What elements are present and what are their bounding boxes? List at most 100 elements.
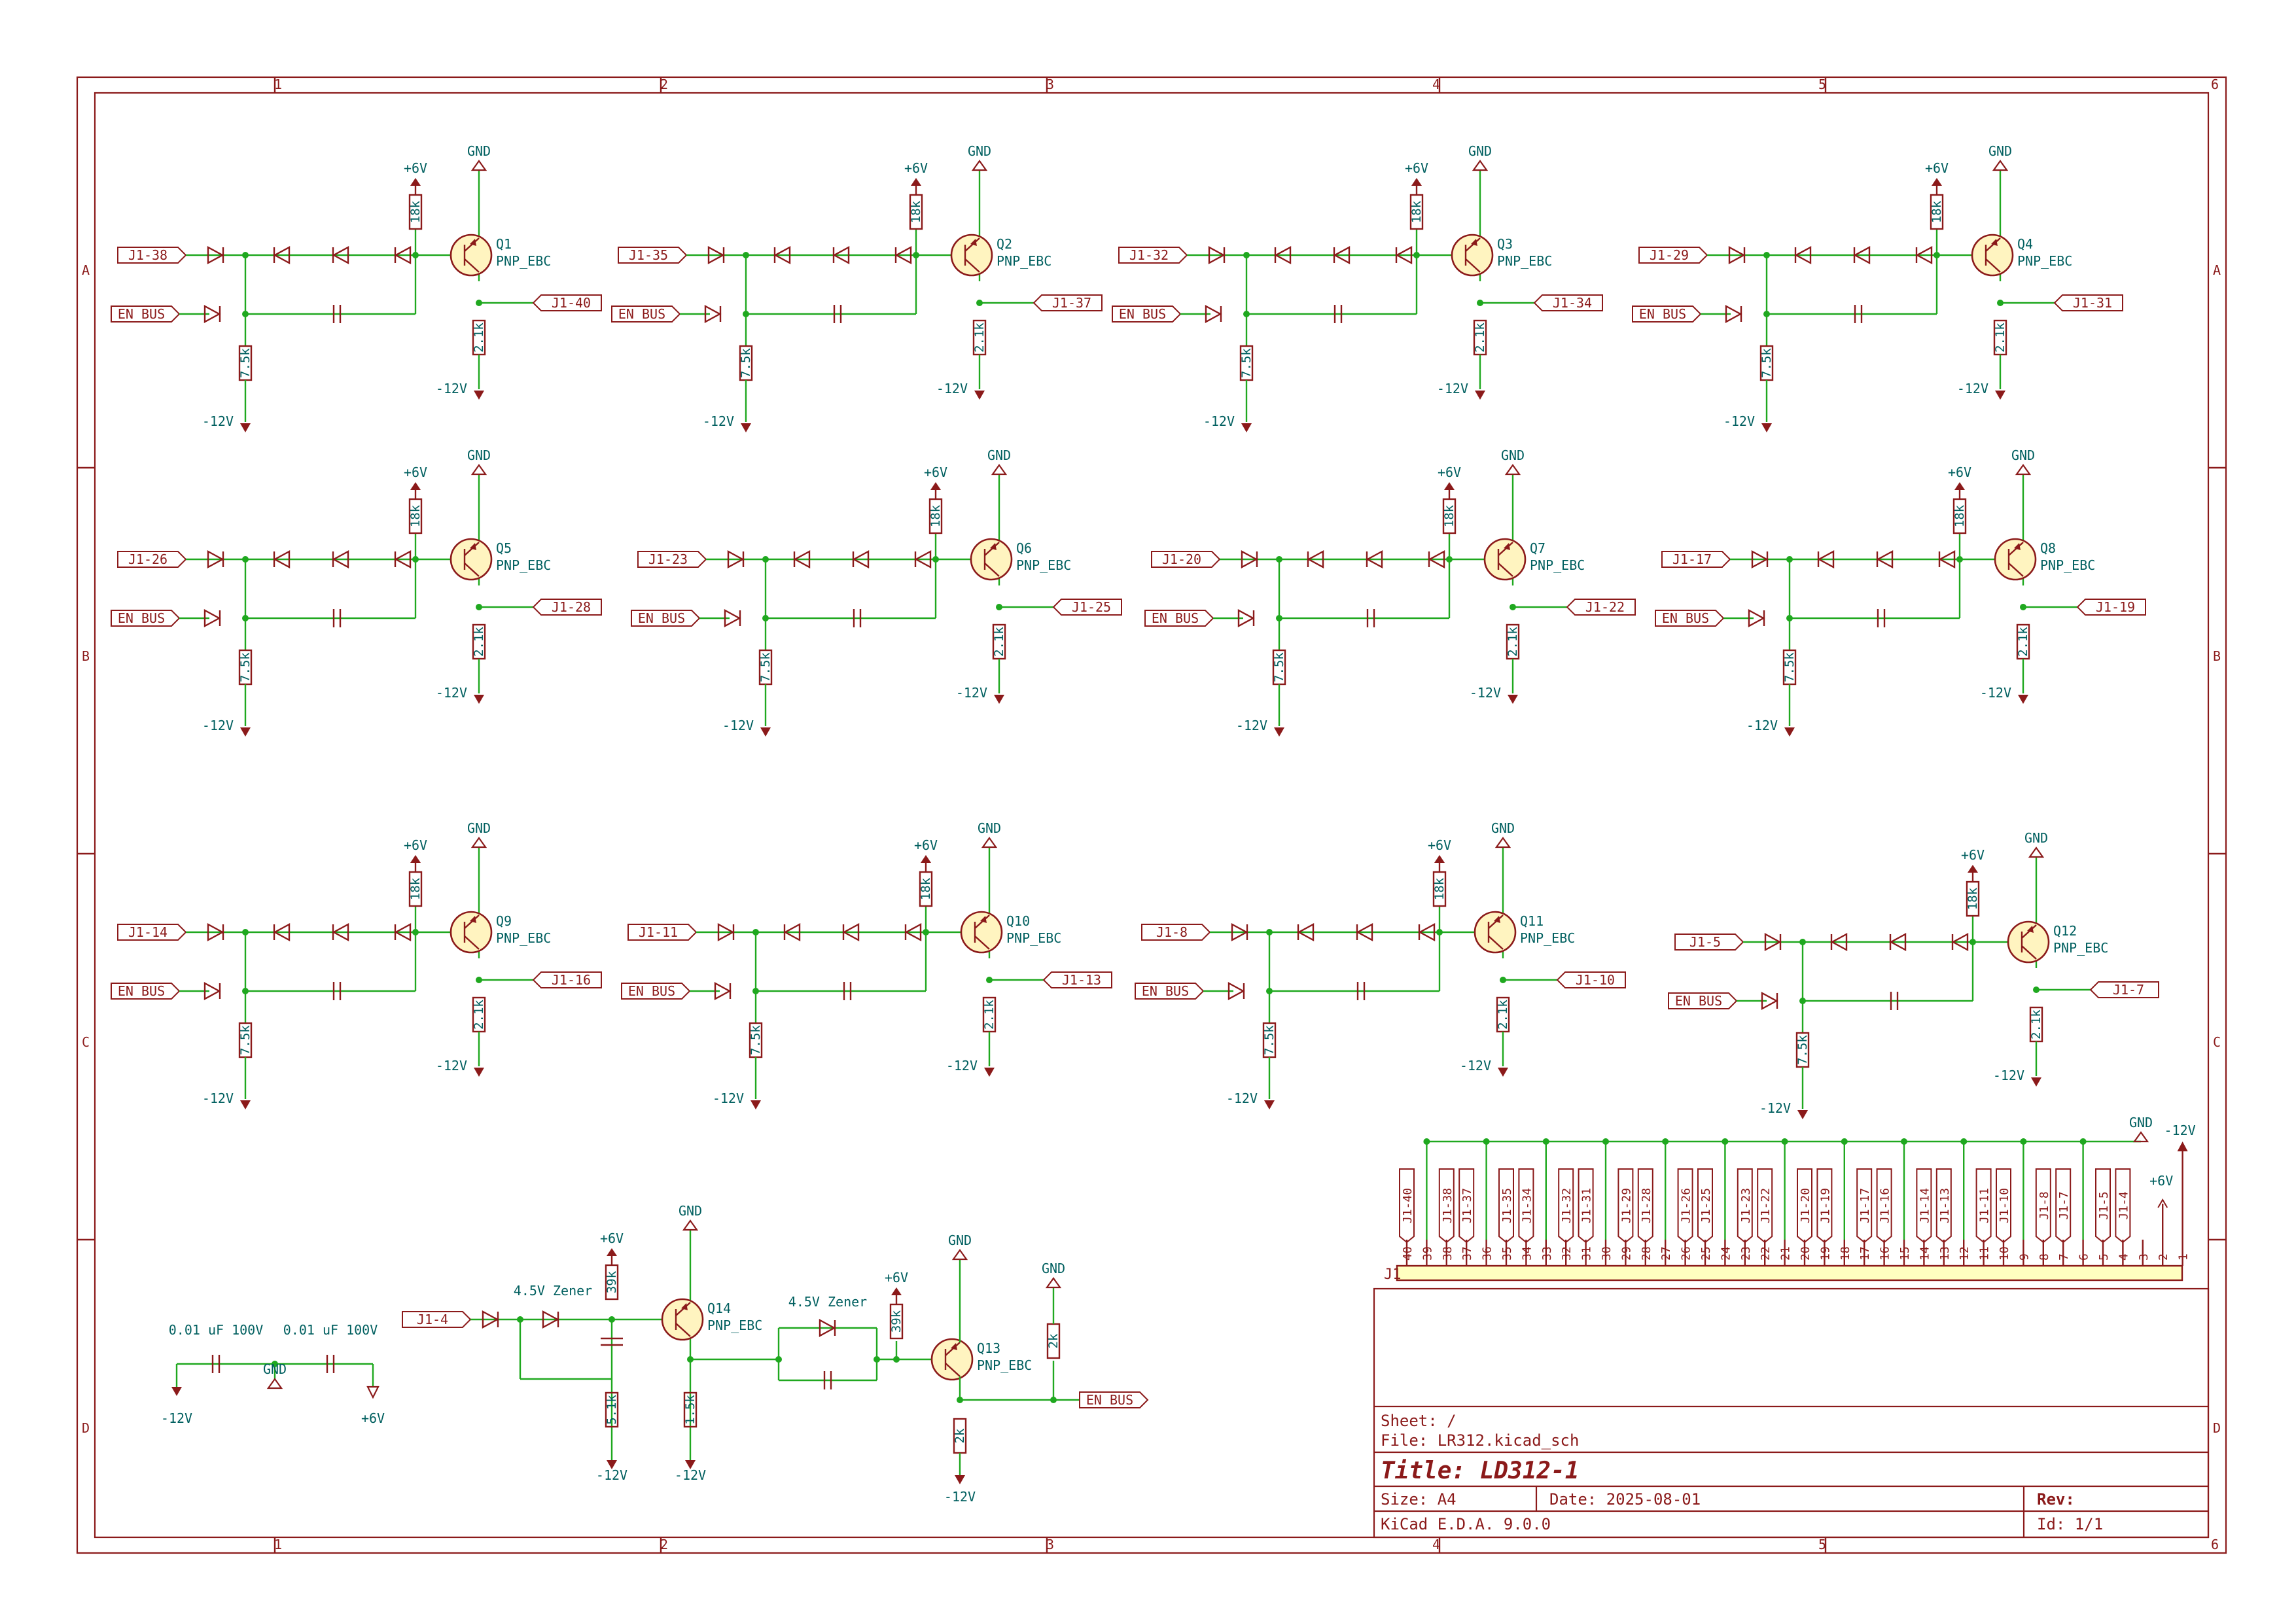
ground-label: GND — [948, 1232, 972, 1248]
column-number: 5 — [1818, 1537, 1826, 1552]
hier-label-box — [2076, 599, 2146, 616]
pin-number: 12 — [1958, 1246, 1971, 1261]
transistor-ref: Q6 — [1016, 540, 1032, 556]
hier-label-box — [1638, 247, 1708, 264]
pin-number: 31 — [1580, 1246, 1594, 1261]
resistor-value: 2.1k — [472, 1000, 486, 1030]
row-letter: D — [82, 1420, 90, 1436]
resistor-value: 7.5k — [1759, 348, 1774, 378]
diode-symbol — [1764, 932, 1782, 952]
transistor-ref: Q2 — [997, 236, 1012, 252]
emitter-arrow — [1991, 239, 1998, 246]
net-label: J1-23 — [648, 551, 688, 567]
resistor-value: 5.1k — [605, 1395, 619, 1425]
power-label: -12V — [1203, 413, 1235, 429]
pin-number: 2 — [2157, 1253, 2170, 1261]
net-label: EN_BUS — [1152, 610, 1199, 626]
diode-symbol — [1853, 245, 1871, 265]
diode-symbol — [203, 981, 221, 1001]
power-label: -12V — [1980, 685, 2011, 701]
power-label: -12V — [1470, 685, 1501, 701]
diode-symbol — [727, 550, 745, 569]
power-label: -12V — [436, 1058, 467, 1073]
column-number: 6 — [2211, 1537, 2219, 1552]
pin-label: J1-16 — [1879, 1188, 1892, 1223]
negative-supply-arrow — [1264, 1100, 1275, 1109]
net-label: J1-29 — [1650, 247, 1689, 263]
net-label: EN_BUS — [1086, 1392, 1133, 1408]
pnp-transistor-body — [960, 911, 1003, 954]
resistor-value: 2.1k — [1506, 627, 1520, 657]
ground-label: GND — [968, 143, 991, 159]
resistor-value: 2.1k — [1496, 1000, 1510, 1030]
negative-supply-arrow — [2018, 695, 2028, 704]
resistor-value: 18k — [408, 877, 423, 900]
diode-symbol — [783, 922, 801, 942]
hier-label-box — [1556, 971, 1626, 988]
transistor-ref: Q11 — [1520, 913, 1544, 929]
diode-symbol — [894, 245, 912, 265]
transistor-type: PNP_EBC — [2040, 557, 2095, 573]
ground-symbol — [1045, 1277, 1062, 1289]
row-letter: A — [2213, 262, 2221, 278]
transistor-ref: Q14 — [707, 1300, 731, 1316]
transistor-ref: Q12 — [2053, 923, 2077, 939]
power-arrow — [410, 178, 421, 186]
ground-label: GND — [1491, 820, 1515, 836]
transistor-emitter — [964, 237, 980, 252]
enable-circuit: J1-44.5V Zener39k+6V5.1k-12V-12VGND1.5k-… — [402, 1203, 1149, 1505]
diode-symbol — [207, 245, 224, 265]
pin-number: 18 — [1839, 1246, 1852, 1261]
ground-symbol — [2015, 464, 2032, 476]
hier-label-box — [1566, 599, 1636, 616]
hier-label-box — [621, 983, 691, 1000]
driver-q4: J1-29EN_BUS7.5k-12V18k+6VGNDJ1-312.1k-12… — [1632, 143, 2123, 432]
junction-dot — [1901, 1138, 1907, 1145]
diode-symbol — [273, 245, 291, 265]
hier-label-box — [117, 551, 187, 568]
pin-label: J1-22 — [1759, 1188, 1773, 1223]
net-label: J1-19 — [2096, 599, 2135, 615]
negative-supply-arrow — [240, 423, 251, 432]
ground-label: GND — [2129, 1115, 2153, 1130]
capacitor-value: 0.01 uF 100V — [169, 1322, 264, 1338]
power-label: -12V — [202, 1091, 234, 1106]
junction-dot — [1722, 1138, 1729, 1145]
pin-number: 34 — [1520, 1246, 1534, 1261]
net-label: EN_BUS — [118, 306, 165, 322]
diode-symbol — [842, 922, 860, 942]
pin-label-box — [2055, 1168, 2072, 1244]
pin-label: J1-7 — [2057, 1191, 2071, 1219]
transistor-ref: Q8 — [2040, 540, 2056, 556]
net-label: J1-10 — [1576, 972, 1615, 988]
pin-number: 33 — [1540, 1246, 1554, 1261]
junction-dot — [1602, 1138, 1609, 1145]
connector-body — [1396, 1265, 2183, 1282]
transistor-emitter — [2008, 542, 2024, 556]
emitter-arrow — [1494, 916, 1500, 923]
resistor-value: 7.5k — [1795, 1035, 1810, 1065]
driver-q8: J1-17EN_BUS7.5k-12V18k+6VGNDJ1-192.1k-12… — [1655, 447, 2146, 737]
column-number: 6 — [2211, 77, 2219, 92]
negative-supply-arrow — [1274, 727, 1284, 737]
junction-dot — [986, 977, 993, 983]
pin-label: J1-40 — [1401, 1188, 1415, 1223]
pin-label-box — [1578, 1168, 1594, 1244]
transistor-collector — [945, 1363, 961, 1377]
power-label: -12V — [1723, 413, 1755, 429]
transistor-type: PNP_EBC — [977, 1357, 1032, 1373]
power-label: +6V — [914, 837, 938, 853]
pin-label: J1-5 — [2097, 1191, 2111, 1219]
pin-label: J1-34 — [1520, 1188, 1534, 1223]
junction-dot — [2020, 1138, 2027, 1145]
column-number: 2 — [660, 1537, 668, 1552]
hier-label-box — [627, 924, 698, 941]
power-label: -12V — [202, 718, 234, 733]
power-label: +6V — [404, 160, 427, 176]
negative-supply-arrow — [741, 423, 751, 432]
row-letter: C — [82, 1034, 90, 1050]
pin-number: 32 — [1560, 1246, 1574, 1261]
junction-dot — [1763, 252, 1770, 258]
transistor-type: PNP_EBC — [2053, 940, 2108, 956]
